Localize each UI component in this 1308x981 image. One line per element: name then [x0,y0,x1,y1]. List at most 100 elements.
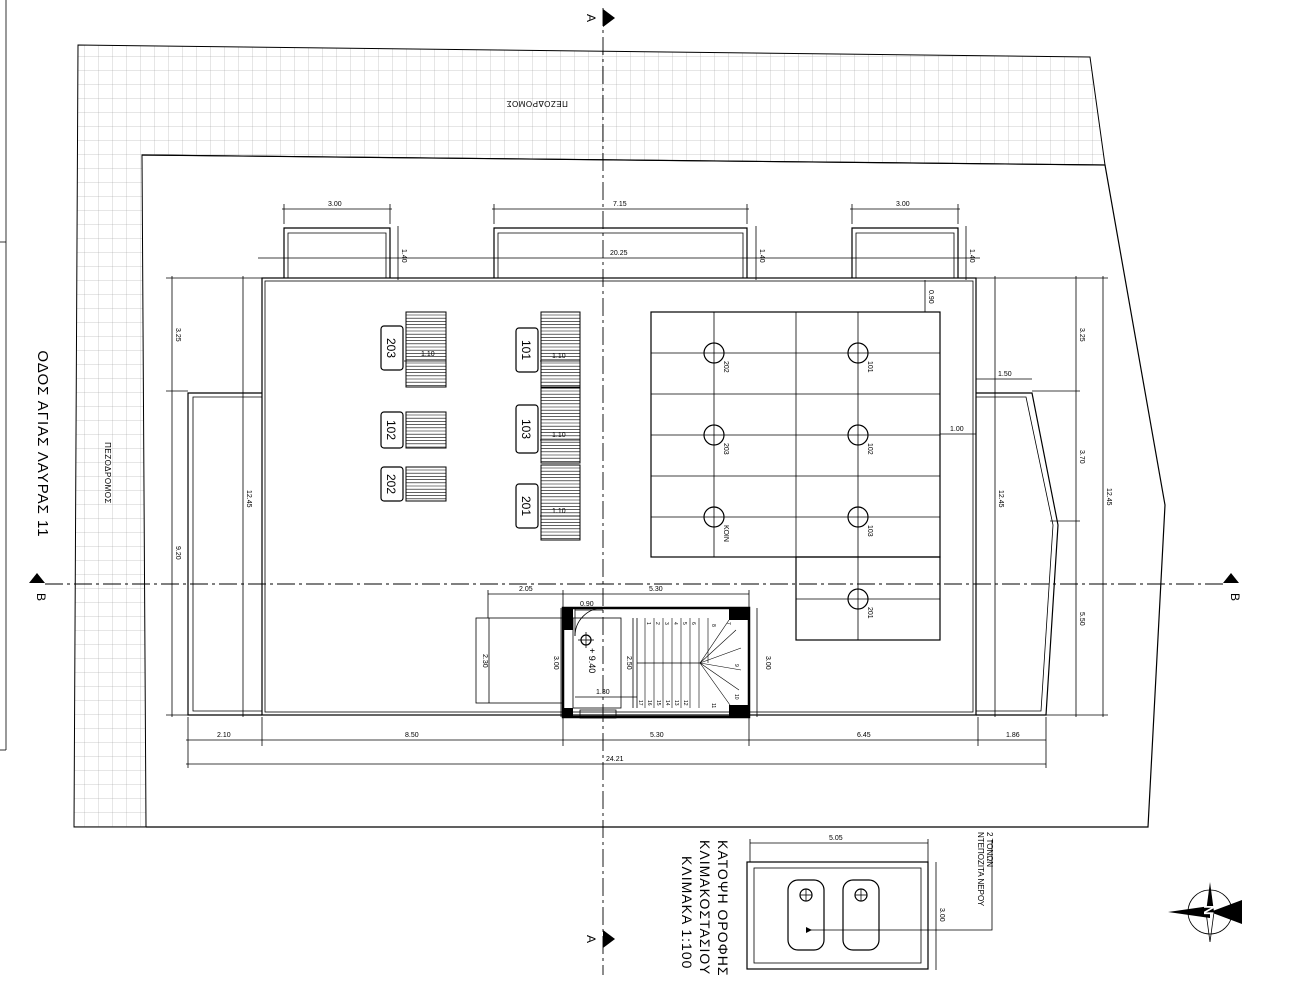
dim-2421: 24.21 [606,756,624,763]
stair-step-number: 6 [690,622,696,625]
pv-label-101: 101 [866,361,873,373]
pv-label-103: 103 [866,525,873,537]
title-line-3: ΚΛΙΜΑΚΑ 1:100 [679,856,695,969]
pv-label-201: 201 [866,607,873,619]
elevation-label: + 9.40 [587,648,597,673]
dimension-lines [166,204,1108,768]
dim-210: 2.10 [217,732,231,739]
dimension-texts: 3.00 7.15 3.00 20.25 1.40 1.40 1.40 0.90… [174,201,1112,763]
drawing-title: ΚΑΤΟΨΗ ΟΡΟΦΗΣ ΚΛΙΜΑΚΟΣΤΑΣΙΟΥ ΚΛΙΜΑΚΑ 1:1… [679,840,731,977]
stair-step-number: 10 [733,694,739,700]
dim-645: 6.45 [857,732,871,739]
dim-325-left: 3.25 [174,328,181,342]
dim-2025: 20.25 [610,250,628,257]
unit-tag-201: 201 [519,496,533,516]
water-tank-1 [787,879,825,951]
stair-tread [699,619,730,664]
water-tank-label-1: ΝΤΕΠΟΖΙΤΑ ΝΕΡΟΥ [976,832,985,907]
dim-1245-left: 12.45 [245,490,252,508]
sidewalk-top-label: ΠΕΖΟΔΡΟΜΟΣ [506,99,568,108]
title-line-1: ΚΑΤΟΨΗ ΟΡΟΦΗΣ [715,840,731,977]
section-b-right-label: B [1228,593,1242,601]
pv-panel-grid: 202 203 ΚΟΙΝ 101 102 103 201 [650,311,941,641]
stair-step-number: 14 [664,700,670,706]
stair-step-number: 4 [672,622,678,625]
stair-step-number: 16 [646,700,652,706]
stair-tread [699,647,742,664]
solar-panel [405,466,447,502]
dim-130: 1.30 [596,689,610,696]
dim-505: 5.05 [829,835,843,842]
roof-slab [261,277,977,716]
dim-090-stair: 0.90 [580,601,594,608]
dim-186: 1.86 [1006,732,1020,739]
section-lines: A A B B [29,8,1242,975]
north-arrow-icon: N [1168,882,1242,943]
entrance-canopy [475,617,564,704]
dim-300-b: 3.00 [896,201,910,208]
section-b-left-label: B [34,593,48,601]
stair-step-number: 12 [682,700,688,706]
dim-300-stair-right: 3.00 [764,656,771,670]
stair-step-number: 2 [654,622,660,625]
unit-tag-101: 101 [519,340,533,360]
stair-tread [699,629,737,664]
stair-step-number: 13 [673,700,679,706]
panel-gap-c: 1.10 [552,432,566,439]
dim-1245-inner-right: 12.45 [997,490,1004,508]
dim-140-b: 1.40 [758,249,765,263]
section-a-bottom-label: A [584,935,598,943]
dim-150: 1.50 [998,371,1012,378]
stair-tread [699,662,740,691]
dim-100: 1.00 [950,426,964,433]
unit-tag-102: 102 [384,420,398,440]
stair-tread [699,662,742,671]
elevation-marker: + 9.40 [578,632,597,673]
balcony-left [187,392,262,716]
dim-300-tank: 3.00 [938,908,945,922]
dim-205: 2.05 [519,586,533,593]
water-tank-detail: 5.05 3.00 ΝΤΕΠΟΖΙΤΑ ΝΕΡΟΥ 2 ΤΟΝΩΝ [746,832,994,970]
dim-715: 7.15 [613,201,627,208]
dim-1245-outer-right: 12.45 [1105,488,1112,506]
title-line-2: ΚΛΙΜΑΚΟΣΤΑΣΙΟΥ [697,840,713,975]
dim-550: 5.50 [1078,612,1085,626]
section-a-bottom-arrow [603,930,615,948]
stair-step-number: 8 [710,624,716,627]
stair-tread [699,662,731,706]
dim-300-a: 3.00 [328,201,342,208]
pv-label-203: 203 [722,443,729,455]
stair-step-number: 9 [733,664,739,667]
stair-step-number: 11 [710,703,716,708]
panel-gap-a: 1.10 [421,351,435,358]
panel-gap-b: 1.10 [552,353,566,360]
dim-370: 3.70 [1078,450,1085,464]
dim-250: 2.50 [625,656,632,670]
dim-230: 2.30 [481,654,488,668]
stair-step-number: 3 [663,622,669,625]
stair-step-number: 15 [655,700,661,706]
dim-140-c: 1.40 [968,249,975,263]
dim-300-stair-left: 3.00 [552,656,559,670]
solar-panel [405,311,447,388]
dim-850: 8.50 [405,732,419,739]
balconies-top [283,227,959,278]
stair-step-number: 17 [637,700,643,706]
solar-panel [540,464,581,541]
section-a-top-arrow [603,9,615,27]
section-a-top-label: A [584,14,598,22]
panel-gap-d: 1.10 [552,508,566,515]
balcony-right [976,392,1059,716]
svg-text:N: N [1201,905,1217,915]
water-tank-2 [842,879,880,951]
plot-boundary [141,154,1166,828]
pv-label-koin: ΚΟΙΝ [722,525,729,542]
unit-tag-103: 103 [519,419,533,439]
unit-tag-202: 202 [384,474,398,494]
solar-panel [540,311,581,388]
solar-panel [540,387,581,464]
dim-530-top: 5.30 [649,586,663,593]
panel-spacing-dims: 1.10 1.10 1.10 1.10 [404,351,580,517]
stair-step-number: 1 [645,622,651,625]
